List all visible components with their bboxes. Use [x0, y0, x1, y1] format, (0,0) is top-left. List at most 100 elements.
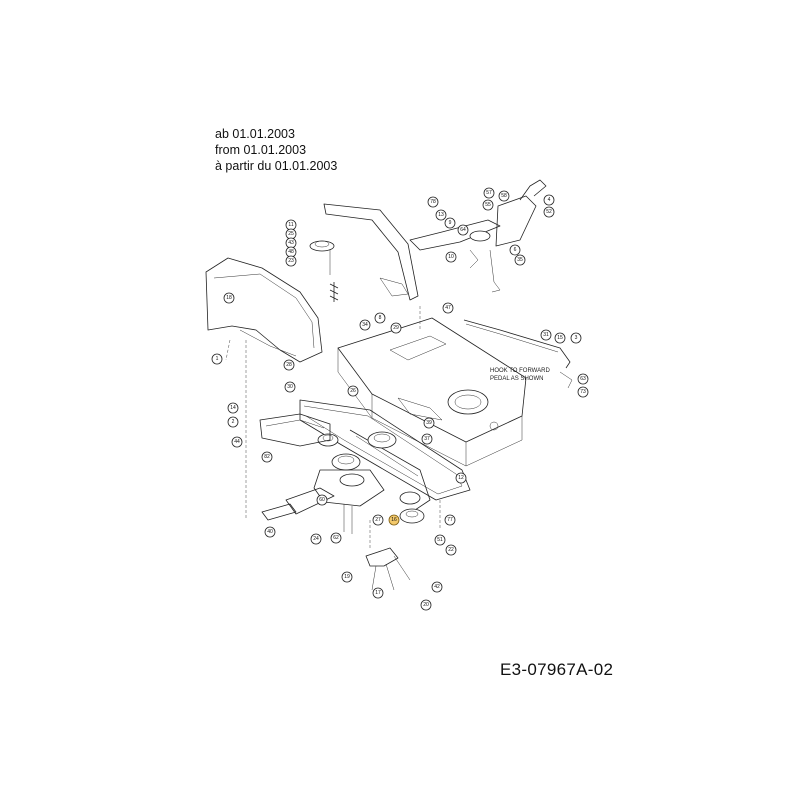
- svg-text:9: 9: [449, 220, 452, 226]
- callout-60[interactable]: 60: [316, 494, 328, 506]
- callout-30[interactable]: 30: [284, 381, 296, 393]
- callout-22[interactable]: 22: [445, 544, 457, 556]
- svg-text:57: 57: [486, 190, 492, 196]
- svg-text:48: 48: [288, 249, 294, 255]
- svg-text:10: 10: [448, 254, 454, 260]
- callout-42[interactable]: 42: [431, 581, 443, 593]
- svg-text:37: 37: [424, 436, 430, 442]
- callout-29[interactable]: 29: [390, 322, 402, 334]
- callout-11[interactable]: 11: [285, 219, 297, 231]
- svg-text:31: 31: [543, 332, 549, 338]
- svg-text:47: 47: [445, 305, 451, 311]
- callout-52[interactable]: 52: [543, 206, 555, 218]
- svg-text:23: 23: [288, 258, 294, 264]
- callout-63[interactable]: 63: [577, 373, 589, 385]
- callout-40[interactable]: 40: [264, 526, 276, 538]
- svg-text:30: 30: [287, 384, 293, 390]
- assembly-note: HOOK TO FORWARD PEDAL AS SHOWN: [490, 368, 550, 382]
- callout-55[interactable]: 55: [482, 199, 494, 211]
- callout-58[interactable]: 58: [498, 190, 510, 202]
- drawing-reference-code: E3-07967A-02: [500, 660, 614, 679]
- callout-20[interactable]: 20: [420, 599, 432, 611]
- callout-3[interactable]: 3: [570, 332, 582, 344]
- validity-date-block: ab 01.01.2003 from 01.01.2003 à partir d…: [215, 126, 337, 174]
- pedal-assembly: [409, 179, 547, 293]
- date-line-de: ab 01.01.2003: [215, 127, 295, 141]
- svg-text:39: 39: [426, 420, 432, 426]
- svg-text:63: 63: [580, 376, 586, 382]
- svg-text:43: 43: [288, 240, 294, 246]
- svg-text:51: 51: [437, 537, 443, 543]
- callout-13[interactable]: 13: [435, 209, 447, 221]
- callout-26[interactable]: 26: [347, 385, 359, 397]
- transaxle: [245, 413, 385, 534]
- callout-8[interactable]: 8: [374, 312, 386, 324]
- assembly-note-line-2: PEDAL AS SHOWN: [490, 376, 543, 382]
- drive-belts: [299, 399, 471, 513]
- callout-6[interactable]: 6: [509, 244, 521, 256]
- svg-text:77: 77: [447, 517, 453, 523]
- svg-text:8: 8: [379, 315, 382, 321]
- callout-27[interactable]: 27: [372, 514, 384, 526]
- callout-15[interactable]: 15: [554, 332, 566, 344]
- callout-57[interactable]: 57: [483, 187, 495, 199]
- callout-73[interactable]: 73: [577, 386, 589, 398]
- callout-19[interactable]: 19: [341, 571, 353, 583]
- svg-text:25: 25: [288, 231, 294, 237]
- lower-linkage: [365, 500, 441, 591]
- callout-35[interactable]: 35: [514, 254, 526, 266]
- callout-group: 11 25 43 48 23 18 1 28 30 14 2 44 82 40 …: [211, 187, 589, 611]
- date-line-en: from 01.01.2003: [215, 143, 307, 157]
- svg-text:58: 58: [501, 193, 507, 199]
- callout-62[interactable]: 62: [330, 532, 342, 544]
- svg-text:35: 35: [517, 257, 523, 263]
- callout-64[interactable]: 64: [457, 224, 469, 236]
- callout-77[interactable]: 77: [444, 514, 456, 526]
- svg-text:1: 1: [216, 356, 219, 362]
- svg-text:78: 78: [430, 199, 436, 205]
- callout-78[interactable]: 78: [427, 196, 439, 208]
- svg-text:22: 22: [448, 547, 454, 553]
- callout-4[interactable]: 4: [543, 194, 555, 206]
- svg-text:2: 2: [232, 419, 235, 425]
- callout-31[interactable]: 31: [540, 329, 552, 341]
- callout-16-highlighted[interactable]: 16: [388, 514, 400, 526]
- callout-12[interactable]: 12: [455, 472, 467, 484]
- callout-14[interactable]: 14: [227, 402, 239, 414]
- callout-39[interactable]: 39: [423, 417, 435, 429]
- brake-linkage-assembly: [309, 203, 419, 302]
- callout-18[interactable]: 18: [223, 292, 235, 304]
- svg-text:44: 44: [234, 439, 240, 445]
- svg-text:12: 12: [458, 475, 464, 481]
- svg-text:18: 18: [226, 295, 232, 301]
- svg-text:34: 34: [362, 322, 368, 328]
- svg-text:15: 15: [557, 335, 563, 341]
- callout-34[interactable]: 34: [359, 319, 371, 331]
- svg-text:73: 73: [580, 389, 586, 395]
- callout-43[interactable]: 43: [285, 237, 297, 249]
- svg-text:6: 6: [514, 247, 517, 253]
- callout-2[interactable]: 2: [227, 416, 239, 428]
- callout-37[interactable]: 37: [421, 433, 433, 445]
- callout-25[interactable]: 25: [285, 228, 297, 240]
- svg-text:64: 64: [460, 227, 466, 233]
- callout-28[interactable]: 28: [283, 359, 295, 371]
- callout-44[interactable]: 44: [231, 436, 243, 448]
- svg-text:40: 40: [267, 529, 273, 535]
- callout-17[interactable]: 17: [372, 587, 384, 599]
- callout-48[interactable]: 48: [285, 246, 297, 258]
- svg-text:29: 29: [393, 325, 399, 331]
- callout-9[interactable]: 9: [444, 217, 456, 229]
- callout-24[interactable]: 24: [310, 533, 322, 545]
- left-side-panel: [205, 257, 323, 470]
- callout-23[interactable]: 23: [285, 255, 297, 267]
- callout-51[interactable]: 51: [434, 534, 446, 546]
- callout-10[interactable]: 10: [445, 251, 457, 263]
- main-frame: [337, 317, 527, 467]
- svg-text:26: 26: [350, 388, 356, 394]
- callout-47[interactable]: 47: [442, 302, 454, 314]
- svg-text:55: 55: [485, 202, 491, 208]
- callout-1[interactable]: 1: [211, 353, 223, 365]
- callout-82[interactable]: 82: [261, 451, 273, 463]
